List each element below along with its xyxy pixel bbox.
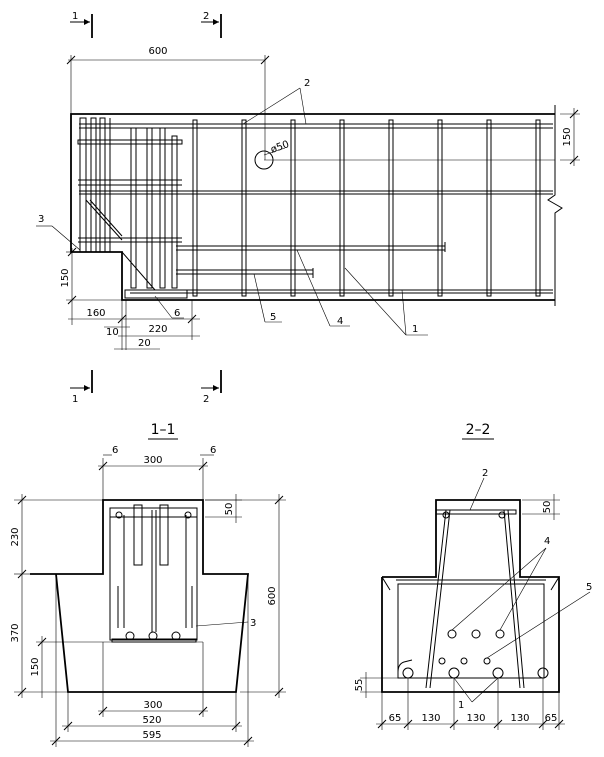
svg-text:6: 6 bbox=[174, 308, 180, 319]
elevation-view: 600 150 bbox=[36, 46, 580, 350]
dim-520: 520 bbox=[142, 715, 161, 726]
callout-2: 2 bbox=[242, 78, 310, 125]
callout-4: 4 bbox=[451, 536, 550, 631]
svg-text:1: 1 bbox=[458, 700, 464, 711]
callout-5: 5 bbox=[486, 582, 592, 659]
callout-3: 3 bbox=[250, 618, 256, 629]
section-1-1: 1–1 3 300 6 6 bbox=[10, 422, 286, 747]
svg-text:4: 4 bbox=[544, 536, 550, 547]
svg-text:1: 1 bbox=[412, 324, 418, 335]
dim-bottom-3: 130 bbox=[510, 713, 529, 724]
section-marker-2-bottom: 2 bbox=[201, 370, 222, 405]
dim-20: 20 bbox=[138, 338, 151, 349]
svg-text:2: 2 bbox=[304, 78, 310, 89]
hole-label: ø50 bbox=[269, 139, 290, 156]
callout-5: 5 bbox=[253, 273, 282, 323]
section-marker-label: 1 bbox=[72, 11, 78, 22]
dim-595: 595 bbox=[142, 730, 161, 741]
section-marker-label: 2 bbox=[203, 394, 209, 405]
dim-50: 50 bbox=[224, 503, 235, 516]
section-marker-label: 1 bbox=[72, 394, 78, 405]
callout-4: 4 bbox=[296, 249, 350, 327]
svg-text:5: 5 bbox=[270, 312, 276, 323]
callout-3: 3 bbox=[36, 214, 81, 251]
svg-text:3: 3 bbox=[38, 214, 44, 225]
svg-text:2: 2 bbox=[482, 468, 488, 479]
dim-150-top: 150 bbox=[562, 127, 573, 146]
dim-bottom-4: 65 bbox=[545, 713, 558, 724]
dim-600: 600 bbox=[148, 46, 167, 57]
dim-55: 55 bbox=[354, 679, 365, 692]
dim-50: 50 bbox=[542, 501, 553, 514]
dim-600: 600 bbox=[267, 586, 278, 605]
dim-150: 150 bbox=[30, 657, 41, 676]
callout-6: 6 bbox=[154, 295, 184, 319]
dim-bottom-1: 130 bbox=[421, 713, 440, 724]
dim-300-top: 300 bbox=[143, 455, 162, 466]
callout-1: 1 bbox=[453, 677, 499, 711]
dim-bottom-0: 65 bbox=[389, 713, 402, 724]
section-marker-label: 2 bbox=[203, 11, 209, 22]
dim-220: 220 bbox=[148, 324, 167, 335]
section-marker-2-top: 2 bbox=[201, 11, 222, 38]
dim-6-right: 6 bbox=[210, 445, 216, 456]
section-marker-1-bottom: 1 bbox=[70, 370, 93, 405]
dim-6-left: 6 bbox=[112, 445, 118, 456]
callout-1: 1 bbox=[344, 267, 428, 336]
dim-10: 10 bbox=[106, 327, 119, 338]
stirrups bbox=[192, 119, 541, 297]
section-2-2-title: 2–2 bbox=[466, 422, 491, 438]
dim-150-left: 150 bbox=[60, 268, 71, 287]
section-marker-1-top: 1 bbox=[70, 11, 93, 38]
section-1-1-title: 1–1 bbox=[151, 422, 176, 438]
end-anchorage-bars bbox=[77, 117, 188, 299]
dim-300-bottom: 300 bbox=[143, 700, 162, 711]
dim-370: 370 bbox=[10, 623, 21, 642]
dim-bottom-2: 130 bbox=[466, 713, 485, 724]
svg-text:4: 4 bbox=[337, 316, 343, 327]
callout-2: 2 bbox=[469, 468, 488, 511]
dim-230: 230 bbox=[10, 527, 21, 546]
dim-160: 160 bbox=[86, 308, 105, 319]
section-2-2: 2–2 50 55 bbox=[354, 422, 592, 730]
svg-text:5: 5 bbox=[586, 582, 592, 593]
